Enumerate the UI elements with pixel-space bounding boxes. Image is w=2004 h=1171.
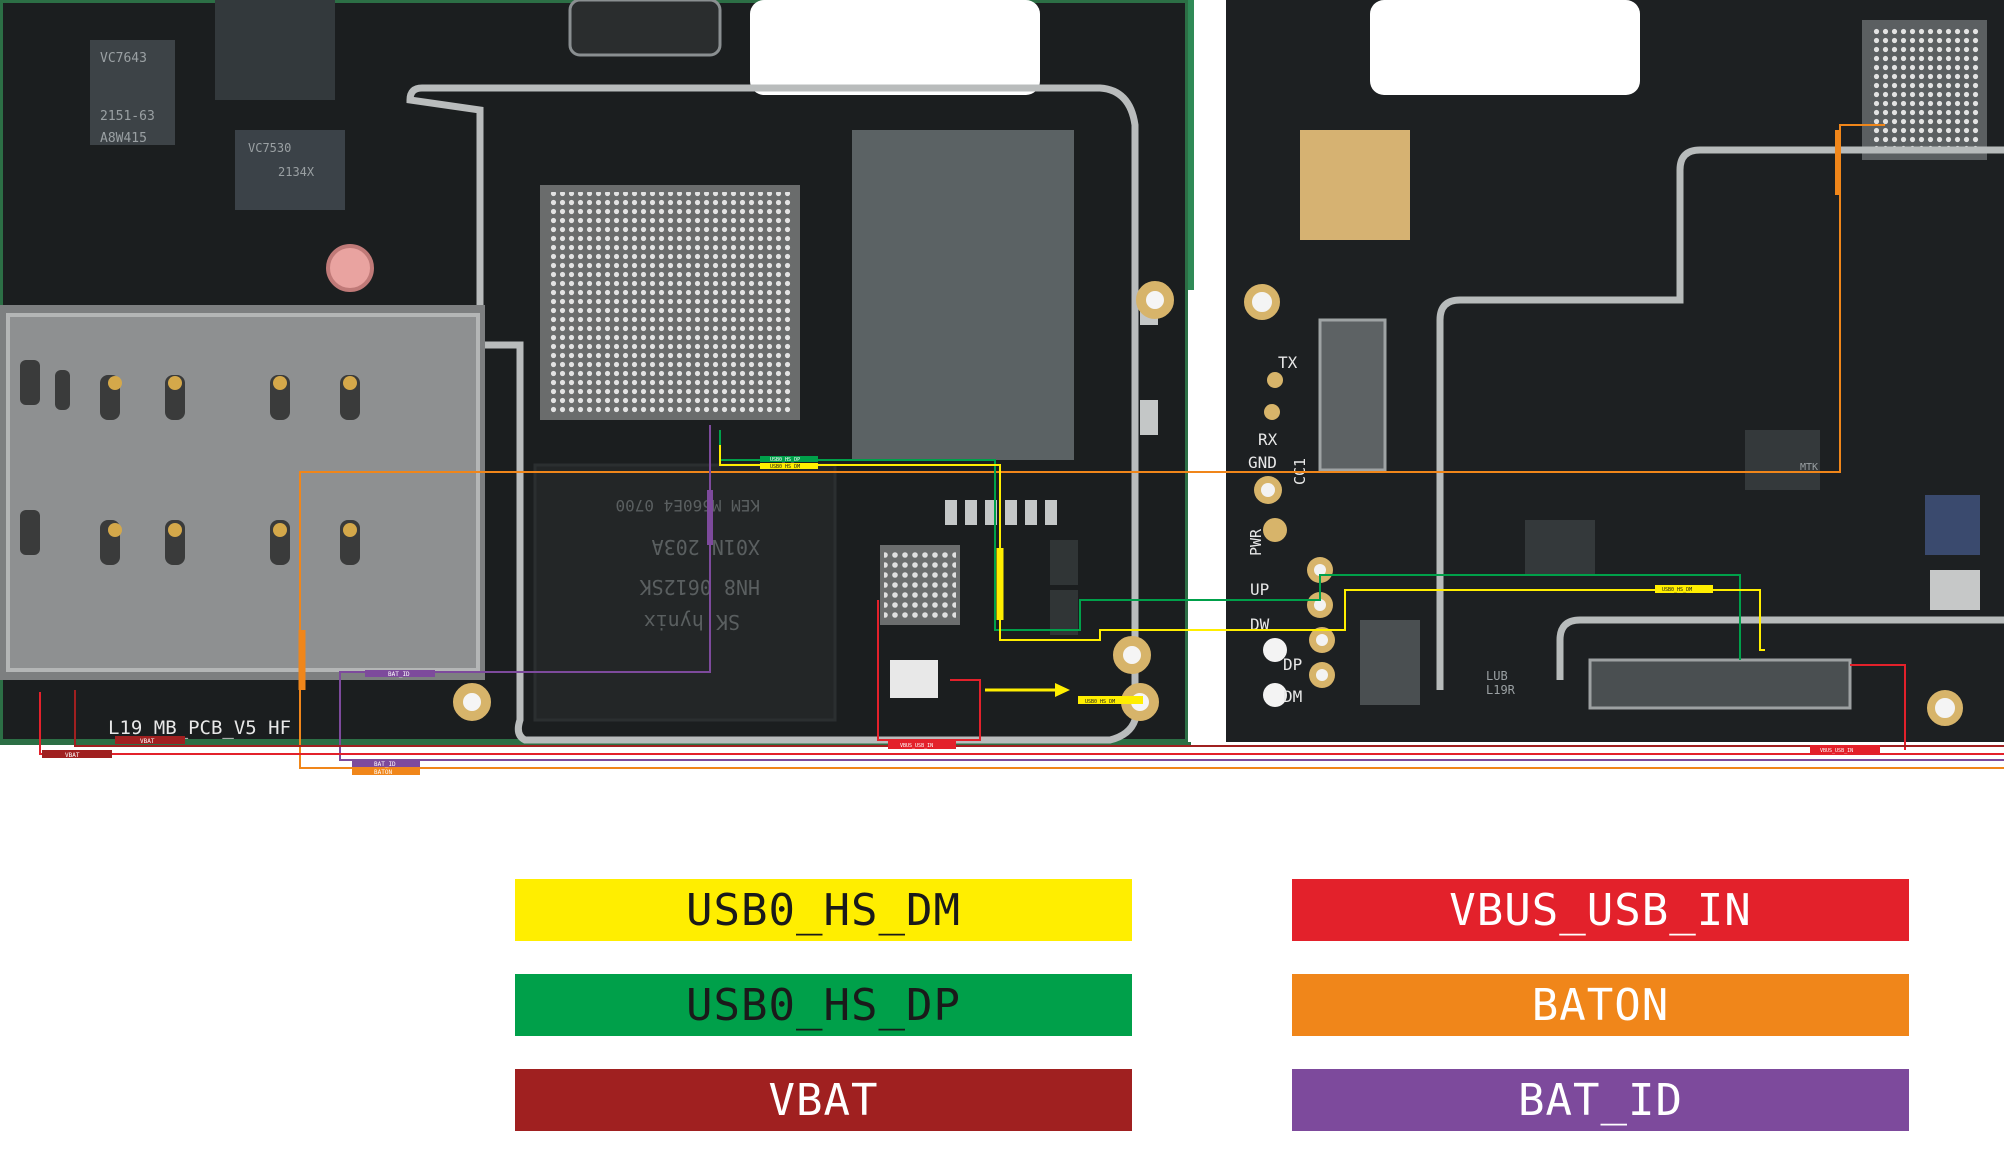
tag-usb-dm: USB0_HS_DM — [770, 464, 800, 470]
trace-vbus-mid — [877, 600, 981, 741]
legend-usb-dm: USB0_HS_DM — [515, 879, 1132, 941]
tp-tx: TX — [1278, 353, 1298, 372]
tp-pwr: PWR — [1247, 528, 1265, 556]
tp-dw: DW — [1250, 615, 1270, 634]
legend-label: BAT_ID — [1518, 1074, 1683, 1126]
tp-dp: DP — [1283, 655, 1302, 674]
tp-gnd: GND — [1248, 453, 1277, 472]
nand-marking-1: X01N 203A — [652, 535, 760, 559]
nand-marking-3: KEM M560E4 0700 — [616, 496, 761, 515]
lub-marking: LUB — [1486, 669, 1508, 683]
tag-usb-dm-arrow: USB0_HS_DM — [1085, 699, 1115, 705]
legend-bat-id: BAT_ID — [1292, 1069, 1909, 1131]
lub-marking-2: L19R — [1486, 683, 1516, 697]
trace-usb-dp — [719, 430, 1741, 660]
tag-baton: BATON — [374, 769, 392, 776]
tag-vbus-right: VBUS_USB_IN — [1820, 748, 1853, 754]
legend-label: BATON — [1531, 979, 1670, 1031]
nand-brand-marking: SK hynix — [644, 610, 740, 634]
legend-vbus-usb-in: VBUS_USB_IN — [1292, 879, 1909, 941]
pcb-label: L19_MB_PCB_V5 HF — [108, 717, 291, 739]
trace-usb-dm — [719, 445, 1765, 651]
legend-label: USB0_HS_DP — [686, 979, 961, 1031]
tag-vbat-mid: VBAT — [140, 738, 155, 745]
chip-left-marking-2: 2151-63 — [100, 109, 155, 124]
tp-up: UP — [1250, 580, 1269, 599]
legend-label: USB0_HS_DM — [686, 884, 961, 936]
tag-bat-id: BAT_ID — [374, 761, 396, 768]
net-tags: VBAT VBAT BAT_ID BATON BAT_ID USB0_HS_DP… — [42, 456, 1880, 776]
pcb-board-diagram: L19_MB_PCB_V5 HF SK hynix X01N 203A HN8 … — [0, 0, 2004, 776]
legend-baton: BATON — [1292, 974, 1909, 1036]
legend-label: VBAT — [768, 1074, 879, 1126]
chip-left-marking-1: VC7643 — [100, 51, 147, 66]
trace-baton-bottom — [299, 692, 2004, 769]
legend-usb-dp: USB0_HS_DP — [515, 974, 1132, 1036]
legend-vbat: VBAT — [515, 1069, 1132, 1131]
trace-overlay — [39, 124, 2004, 769]
bga-dots — [548, 192, 792, 414]
trace-vbat — [74, 690, 2004, 747]
left-board: L19_MB_PCB_V5 HF SK hynix X01N 203A HN8 … — [0, 0, 1191, 745]
chip-left-marking-5: 2134X — [278, 165, 315, 179]
tag-usb-dm-right: USB0_HS_DM — [1662, 587, 1692, 593]
tag-usb-dp: USB0_HS_DP — [770, 457, 800, 463]
nand-marking-2: HN8 0612SK — [640, 575, 760, 599]
mtk-marking: MTK — [1800, 462, 1818, 473]
tp-dm: DM — [1283, 687, 1302, 706]
right-board: TX RX GND CC1 PWR UP DW DP DM MTK LUB L1… — [1226, 0, 2004, 742]
tag-vbat-left: VBAT — [65, 752, 80, 759]
tag-vbus-mid: VBUS_USB_IN — [900, 743, 933, 749]
legend-label: VBUS_USB_IN — [1449, 884, 1752, 936]
tp-rx: RX — [1258, 430, 1278, 449]
trace-vbus-right — [1850, 664, 1906, 750]
chip-left-marking-3: A8W415 — [100, 131, 147, 146]
trace-bat-id — [339, 425, 2004, 761]
chip-left-marking-4: VC7530 — [248, 141, 291, 155]
trace-vbus — [39, 692, 2004, 755]
trace-baton — [299, 124, 1885, 692]
tag-bat-id-left: BAT_ID — [388, 671, 410, 678]
